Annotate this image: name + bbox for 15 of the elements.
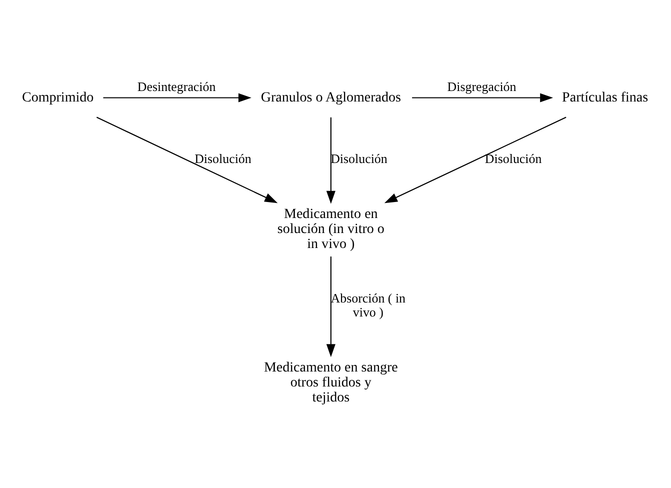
arrow bbox=[326, 117, 336, 204]
edge-label: Disolución bbox=[194, 151, 252, 166]
node-text: Granulos o Aglomerados bbox=[260, 89, 401, 106]
arrow bbox=[326, 256, 336, 358]
node-text: Comprimido bbox=[22, 89, 94, 106]
arrow bbox=[103, 93, 252, 102]
edge-label: Disgregación bbox=[447, 78, 516, 94]
edge-label: Desintegración bbox=[137, 78, 216, 94]
edge-label: Disolución bbox=[484, 151, 542, 166]
node-text: Partículas finas bbox=[562, 89, 648, 106]
arrow bbox=[96, 116, 278, 204]
node-text: Medicamento en solución (in vitro o in vivo ) bbox=[277, 206, 384, 252]
arrow bbox=[384, 116, 566, 204]
node-text: Medicamento en sangre otros fluidos y tejidos bbox=[264, 359, 398, 406]
arrow bbox=[412, 93, 554, 102]
